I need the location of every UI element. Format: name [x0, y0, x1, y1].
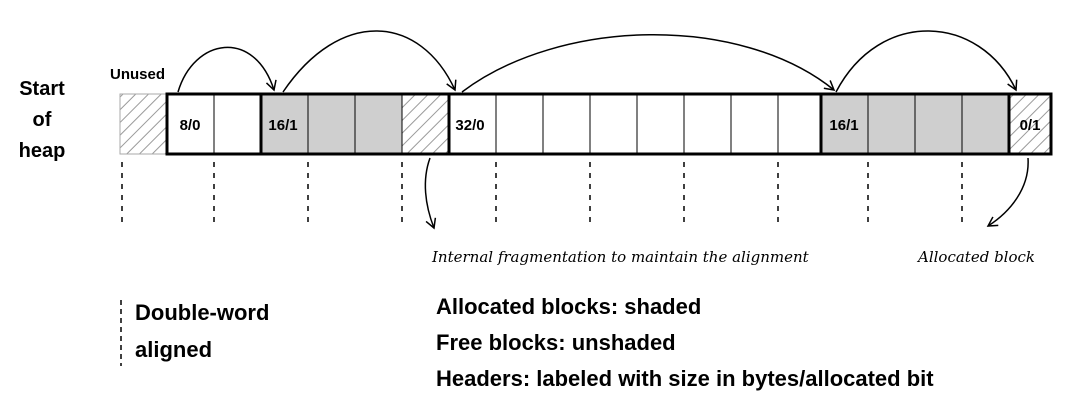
- header-label: 32/0: [455, 117, 484, 134]
- header-label: 8/0: [180, 117, 201, 134]
- link-arrow: [461, 34, 836, 93]
- block-allocated-16: [259, 92, 451, 156]
- block-allocated-16-second: [819, 92, 1011, 156]
- start-label-line-2: of: [33, 109, 52, 131]
- link-arrow: [835, 30, 1018, 93]
- header-label: 16/1: [829, 117, 858, 134]
- fragmentation-arrow: [424, 157, 437, 230]
- block-links: [177, 30, 1018, 93]
- internal-fragmentation-note: Internal fragmentation to maintain the a…: [431, 248, 810, 266]
- block-free-8: [165, 92, 263, 156]
- block-epilogue: [1007, 92, 1053, 156]
- allocated-block-arrow: [986, 157, 1029, 227]
- unused-word: [119, 93, 168, 155]
- allocated-block-note: Allocated block: [916, 248, 1035, 266]
- start-label-line-3: heap: [19, 140, 66, 162]
- block-free-32: [447, 92, 823, 156]
- legend-line-free: Free blocks: unshaded: [436, 330, 676, 355]
- legend-aligned: aligned: [135, 337, 212, 362]
- padding-word: [401, 93, 450, 155]
- link-arrow: [177, 46, 277, 93]
- unused-label: Unused: [110, 66, 165, 83]
- legend-line-headers: Headers: labeled with size in bytes/allo…: [436, 366, 934, 391]
- legend-line-allocated: Allocated blocks: shaded: [436, 294, 701, 319]
- alignment-lines: [121, 162, 963, 226]
- header-label: 16/1: [268, 117, 297, 134]
- legend-double-word: Double-word: [135, 300, 269, 325]
- annotation-arrows: [424, 157, 1029, 230]
- link-arrow: [282, 30, 457, 93]
- header-label: 0/1: [1020, 117, 1041, 134]
- start-label-line-1: Start: [19, 78, 65, 100]
